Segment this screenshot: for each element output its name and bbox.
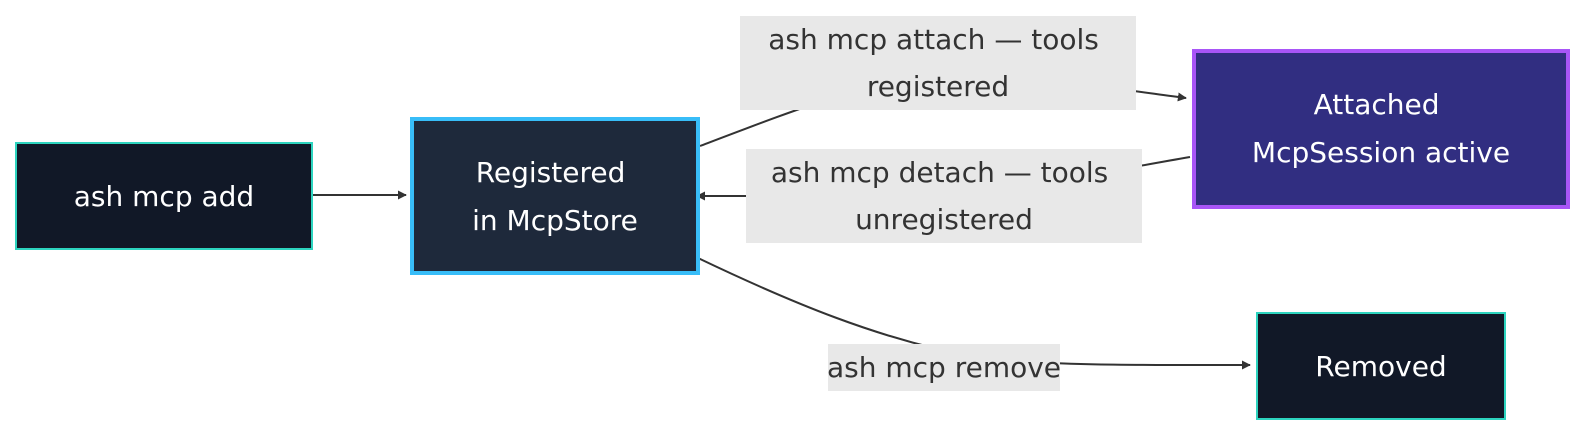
node-removed-label: Removed bbox=[1315, 350, 1446, 383]
node-attached: Attached McpSession active bbox=[1192, 49, 1570, 209]
edge-label-attach-bg bbox=[740, 16, 1136, 110]
edge-label-detach-bg bbox=[746, 149, 1142, 243]
svg-text:Removed: Removed bbox=[1315, 350, 1446, 383]
node-ash-mcp-add: ash mcp add bbox=[15, 142, 313, 250]
svg-text:ash mcp add: ash mcp add bbox=[74, 180, 254, 213]
node-removed: Removed bbox=[1256, 312, 1506, 420]
svg-text:ash mcp detach — tools u: ash mcp detach — tools unregistered bbox=[771, 156, 1117, 236]
node-registered: Registered in McpStore bbox=[410, 117, 700, 275]
node-removed-box bbox=[1256, 312, 1506, 420]
node-ash-mcp-add-label: ash mcp add bbox=[74, 180, 254, 213]
svg-text:ash mcp attach — tools r: ash mcp attach — tools registered bbox=[768, 23, 1107, 103]
node-registered-line-1: Registered bbox=[476, 156, 626, 189]
node-attached-box bbox=[1192, 49, 1570, 209]
edge-label-detach: ash mcp detach — tools unregistered bbox=[746, 149, 1142, 243]
svg-text:Registered in McpStore: Registered in McpStore bbox=[472, 156, 638, 237]
edge-label-remove-bg bbox=[828, 344, 1060, 391]
edge-label-attach-line-2: registered bbox=[867, 70, 1009, 103]
node-attached-line-1: Attached bbox=[1314, 88, 1440, 121]
edge-label-detach-line-2: unregistered bbox=[855, 203, 1033, 236]
edge-label-remove-line-1: ash mcp remove bbox=[827, 351, 1061, 384]
node-registered-line-2: in McpStore bbox=[472, 204, 638, 237]
edge-label-detach-line-1: ash mcp detach — tools bbox=[771, 156, 1108, 189]
edge-label-remove: ash mcp remove bbox=[827, 344, 1061, 391]
node-registered-box bbox=[410, 117, 700, 275]
svg-text:ash mcp remove: ash mcp remove bbox=[827, 351, 1061, 384]
svg-text:Attached McpSession acti: Attached McpSession active bbox=[1252, 88, 1510, 169]
node-ash-mcp-add-box bbox=[15, 142, 313, 250]
node-attached-line-2: McpSession active bbox=[1252, 136, 1510, 169]
edge-label-attach-line-1: ash mcp attach — tools bbox=[768, 23, 1099, 56]
edge-label-attach: ash mcp attach — tools registered bbox=[740, 16, 1136, 110]
